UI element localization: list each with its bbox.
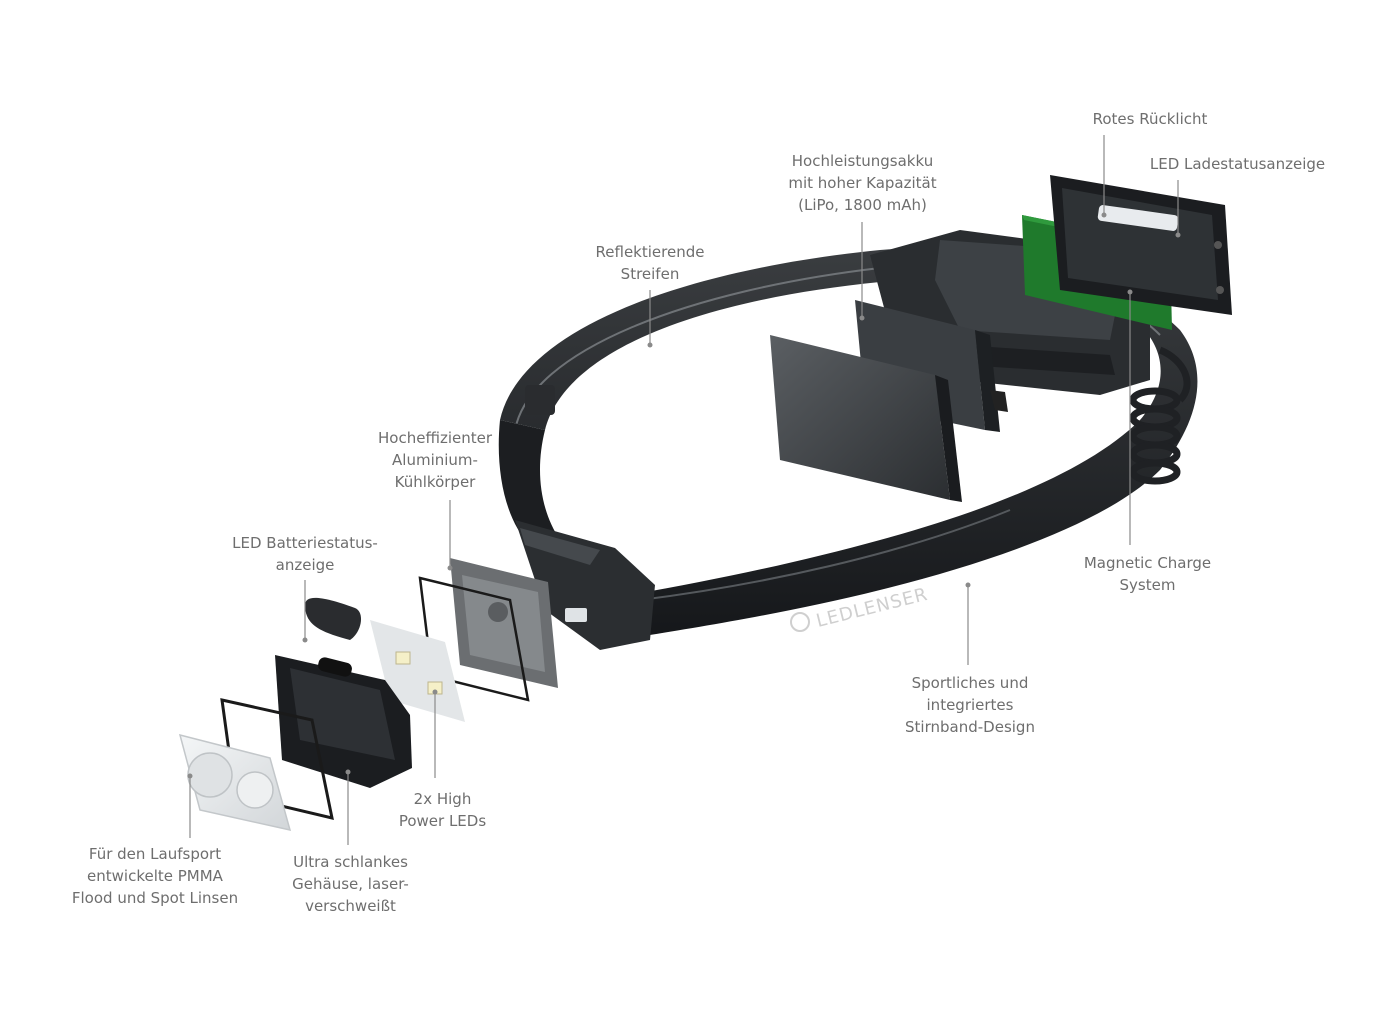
callout-slim-housing: Ultra schlankes Gehäuse, laser- verschwe… — [278, 851, 423, 917]
callout-line: Hocheffizienter — [378, 429, 492, 447]
callout-headband-design: Sportliches und integriertes Stirnband-D… — [895, 672, 1045, 738]
callout-leaders — [187, 135, 1181, 845]
callout-line: verschweißt — [305, 897, 396, 915]
callout-line: LED Batteriestatus- — [232, 534, 378, 552]
callout-battery-status-led: LED Batteriestatus- anzeige — [225, 532, 385, 576]
front-mount — [515, 520, 655, 650]
callout-line: Sportliches und — [911, 674, 1029, 692]
led-chip-1 — [395, 651, 411, 665]
callout-line: anzeige — [275, 556, 335, 574]
callout-heatsink: Hocheffizienter Aluminium- Kühlkörper — [370, 427, 500, 493]
flood-lens — [187, 752, 233, 798]
callout-line: System — [1119, 576, 1176, 594]
callout-line: Kühlkörper — [394, 473, 476, 491]
callout-line: Reflektierende — [595, 243, 705, 261]
callout-line: Aluminium- — [392, 451, 478, 469]
callout-line: Magnetic Charge — [1083, 554, 1212, 572]
callout-line: Hochleistungsakku — [791, 152, 934, 170]
callout-line: entwickelte PMMA — [87, 867, 223, 885]
callout-line: Rotes Rücklicht — [1092, 110, 1208, 128]
callout-line: Power LEDs — [398, 812, 487, 830]
coiled-cable — [1129, 346, 1191, 485]
callout-line: Ultra schlankes — [293, 853, 408, 871]
strap-buckle — [525, 385, 555, 415]
aluminium-heatsink — [450, 558, 558, 688]
callout-reflective-stripes: Reflektierende Streifen — [585, 241, 715, 285]
spot-lens — [236, 771, 274, 809]
rear-light-cap — [1050, 175, 1232, 315]
callout-high-power-leds: 2x High Power LEDs — [385, 788, 500, 832]
callout-battery: Hochleistungsakku mit hoher Kapazität (L… — [775, 150, 950, 216]
callout-line: integriertes — [926, 696, 1014, 714]
callout-line: LED Ladestatusanzeige — [1149, 155, 1326, 173]
battery-cells — [770, 300, 1008, 502]
battery-status-led-cover — [305, 597, 362, 640]
callout-line: Für den Laufsport — [88, 845, 222, 863]
pmma-lens — [178, 733, 292, 832]
connector — [565, 608, 587, 622]
callout-pmma-lenses: Für den Laufsport entwickelte PMMA Flood… — [60, 843, 250, 909]
callout-line: Flood und Spot Linsen — [71, 889, 239, 907]
callout-charge-status-led: LED Ladestatusanzeige — [1145, 153, 1330, 175]
callout-line: Stirnband-Design — [905, 718, 1035, 736]
callout-magnetic-charge: Magnetic Charge System — [1075, 552, 1220, 596]
callout-line: Streifen — [620, 265, 680, 283]
rear-light-lens — [1097, 205, 1179, 231]
callout-line: Gehäuse, laser- — [292, 875, 409, 893]
callout-line: 2x High — [413, 790, 472, 808]
callout-line: (LiPo, 1800 mAh) — [798, 196, 927, 214]
callout-rear-light: Rotes Rücklicht — [1070, 108, 1230, 130]
callout-line: mit hoher Kapazität — [788, 174, 937, 192]
